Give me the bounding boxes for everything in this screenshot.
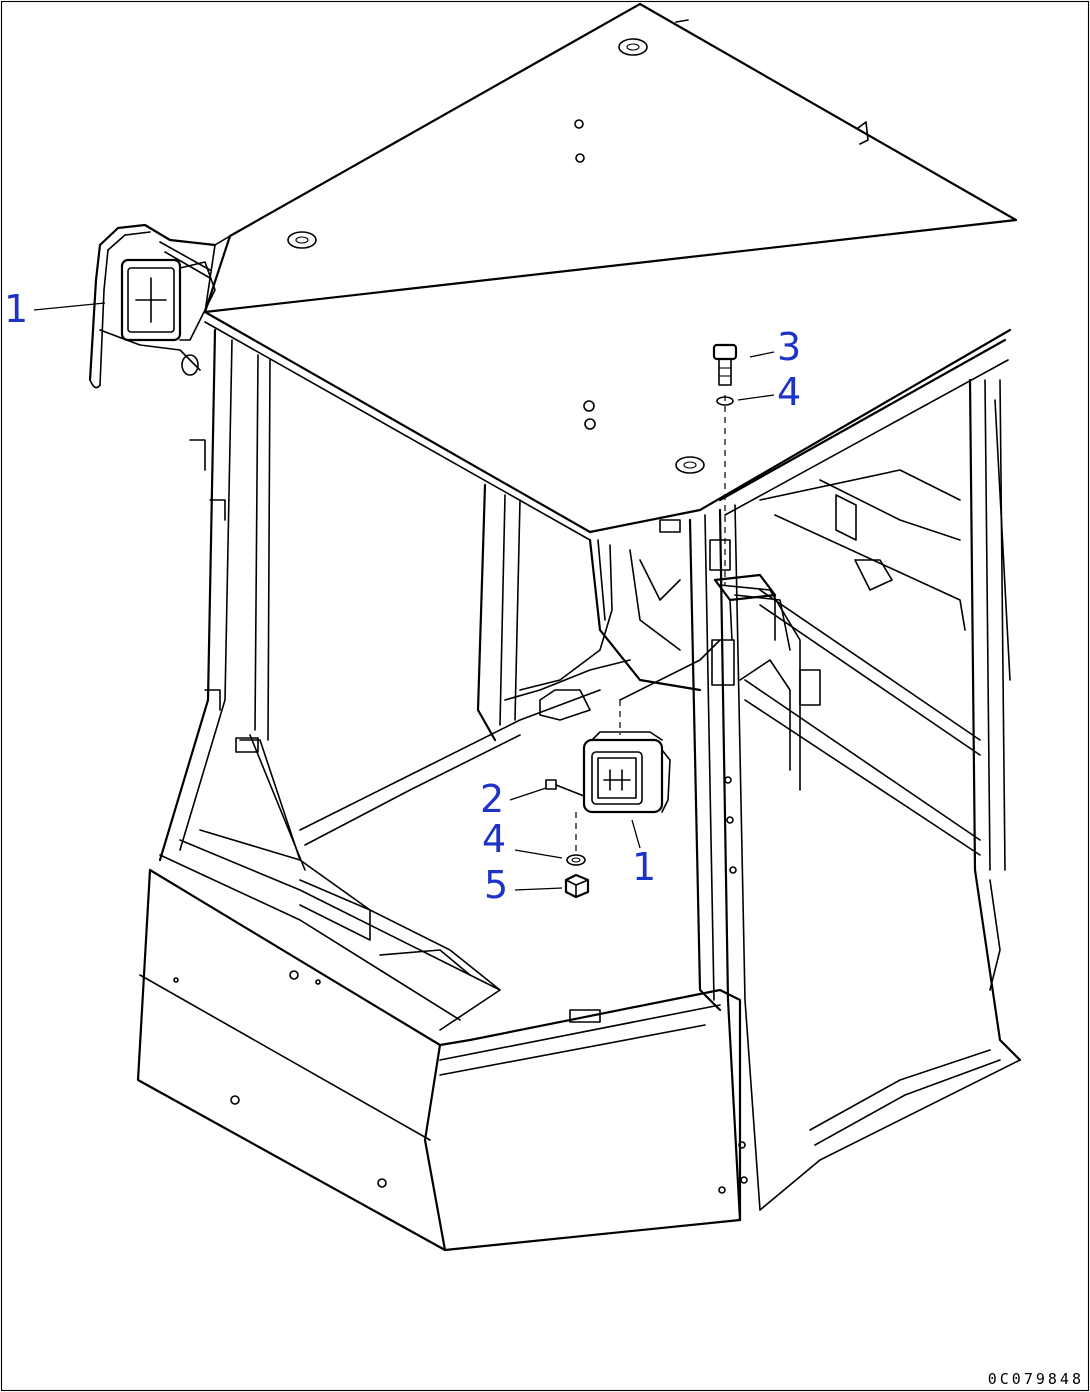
callout-1-left: 1 xyxy=(4,287,28,331)
washer-4-lower xyxy=(566,812,586,866)
work-lamp-left xyxy=(88,223,217,389)
callout-4-upper: 4 xyxy=(777,370,801,414)
cab-roof xyxy=(203,2,1018,541)
callout-3: 3 xyxy=(777,325,801,369)
cab-lower-panels xyxy=(136,829,742,1252)
bolt-3 xyxy=(712,343,738,585)
callout-5: 5 xyxy=(484,863,508,907)
bolt-2 xyxy=(545,779,585,797)
callout-2: 2 xyxy=(480,777,504,821)
mounting-bracket xyxy=(713,573,777,641)
washer-4-upper xyxy=(716,396,734,406)
cab-left-side xyxy=(158,328,306,871)
cab-rear-frame xyxy=(299,483,702,846)
cab-front-pillar xyxy=(659,504,761,1222)
callout-4-lower: 4 xyxy=(482,817,506,861)
callout-1-center: 1 xyxy=(632,845,656,889)
document-id: 0C079848 xyxy=(987,1370,1084,1388)
nut-5 xyxy=(564,873,590,899)
leader-lines xyxy=(33,302,775,891)
cab-right-side xyxy=(718,338,1022,1211)
work-lamp-center xyxy=(582,639,721,814)
